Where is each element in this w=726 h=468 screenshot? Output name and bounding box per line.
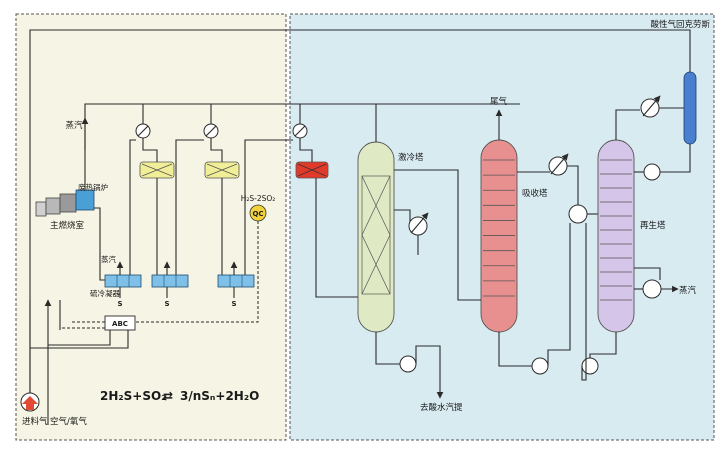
quench-to-absorber bbox=[394, 169, 481, 301]
absorber-label: 吸收塔 bbox=[522, 188, 548, 199]
pump-to-sour bbox=[415, 345, 441, 364]
equation-right: 3/nSₙ+2H₂O bbox=[180, 389, 259, 403]
lean-cooler bbox=[548, 153, 569, 176]
reboiler-line bbox=[634, 267, 661, 280]
line-f bbox=[315, 178, 358, 298]
abc-line-1 bbox=[48, 330, 111, 346]
waste-heat-boiler-label: 废热锅炉 bbox=[78, 182, 108, 192]
line-b bbox=[210, 138, 223, 162]
waste-heat-boiler bbox=[75, 189, 95, 211]
quench-pump bbox=[399, 355, 417, 373]
line-i bbox=[244, 139, 293, 275]
acid-gas-recycle-label: 酸性气回克劳斯 bbox=[650, 19, 710, 30]
sulfur-condenser-2 bbox=[151, 274, 189, 288]
sulfur-condenser-3 bbox=[217, 274, 255, 288]
rich-pump bbox=[531, 357, 549, 375]
reflux-return bbox=[660, 144, 691, 173]
steam-top-label: 蒸汽 bbox=[65, 120, 83, 131]
abc-line-2 bbox=[30, 330, 129, 349]
line-c bbox=[299, 138, 313, 162]
lean-line bbox=[567, 165, 579, 210]
line-g bbox=[129, 139, 136, 275]
regen-overhead bbox=[615, 109, 640, 140]
h2s-so2-label: H₂S-2SO₂ bbox=[241, 194, 276, 203]
claus-reactor-2 bbox=[204, 161, 240, 179]
tail-gas-label: 尾气 bbox=[490, 96, 508, 107]
regenerator-label: 再生塔 bbox=[640, 220, 666, 231]
absorber-tower bbox=[480, 139, 518, 333]
regenerator-trays bbox=[600, 159, 632, 301]
qc-label: QC bbox=[252, 210, 263, 218]
claus-reactor-1 bbox=[139, 161, 175, 179]
sulfur-label-2: S bbox=[164, 300, 169, 308]
lean-to-exch bbox=[581, 223, 587, 381]
quench-bottom-line bbox=[375, 332, 400, 365]
absorber-trays bbox=[483, 159, 515, 297]
overhead-condenser bbox=[640, 95, 661, 118]
reheater-2 bbox=[203, 123, 219, 139]
sour-water-label: 去酸水汽提 bbox=[420, 402, 463, 413]
hydrogenation-reactor bbox=[295, 161, 329, 179]
reheater-1 bbox=[135, 123, 151, 139]
feed-gas-icon bbox=[20, 392, 40, 412]
main-furnace-label: 主燃烧室 bbox=[50, 220, 85, 231]
acid-gas-recycle-line bbox=[29, 29, 691, 395]
reflux-drum bbox=[683, 71, 697, 145]
abc-controller bbox=[104, 315, 136, 331]
absorber-bottom bbox=[498, 332, 532, 367]
quench-tower bbox=[357, 141, 395, 333]
lean-pump bbox=[581, 357, 599, 375]
reflux-pump bbox=[643, 163, 661, 181]
sulfur-condenser-1 bbox=[104, 274, 142, 288]
equation-arrow: ⇄ bbox=[163, 389, 173, 403]
abc-label: ABC bbox=[112, 320, 128, 328]
rich-to-exch bbox=[547, 223, 571, 366]
condenser-label: 硫冷凝器 bbox=[90, 288, 120, 298]
reboiler bbox=[642, 279, 662, 299]
line-a bbox=[142, 138, 158, 162]
reboiler-steam-label: 蒸汽 bbox=[679, 285, 697, 296]
sulfur-label-3: S bbox=[231, 300, 236, 308]
feed-gas-label: 进料气 bbox=[22, 416, 48, 427]
boiler-to-cond bbox=[94, 207, 105, 281]
lean-rich-exchanger bbox=[568, 204, 588, 224]
equation-left: 2H₂S+SO₂ bbox=[100, 389, 166, 403]
sulfur-label-1: S bbox=[117, 300, 122, 308]
claus-section-panel bbox=[15, 13, 287, 441]
line-h bbox=[175, 139, 204, 275]
qc-signal bbox=[135, 221, 259, 323]
quench-tower-label: 激冷塔 bbox=[398, 152, 424, 163]
air-oxygen-label: 空气/氧气 bbox=[50, 416, 87, 427]
reheater-3 bbox=[292, 123, 308, 139]
regenerator-tower bbox=[597, 139, 635, 333]
condenser-steam-label: 蒸汽 bbox=[101, 254, 116, 264]
boiler-process-line bbox=[84, 103, 520, 190]
main-furnace bbox=[35, 193, 77, 217]
